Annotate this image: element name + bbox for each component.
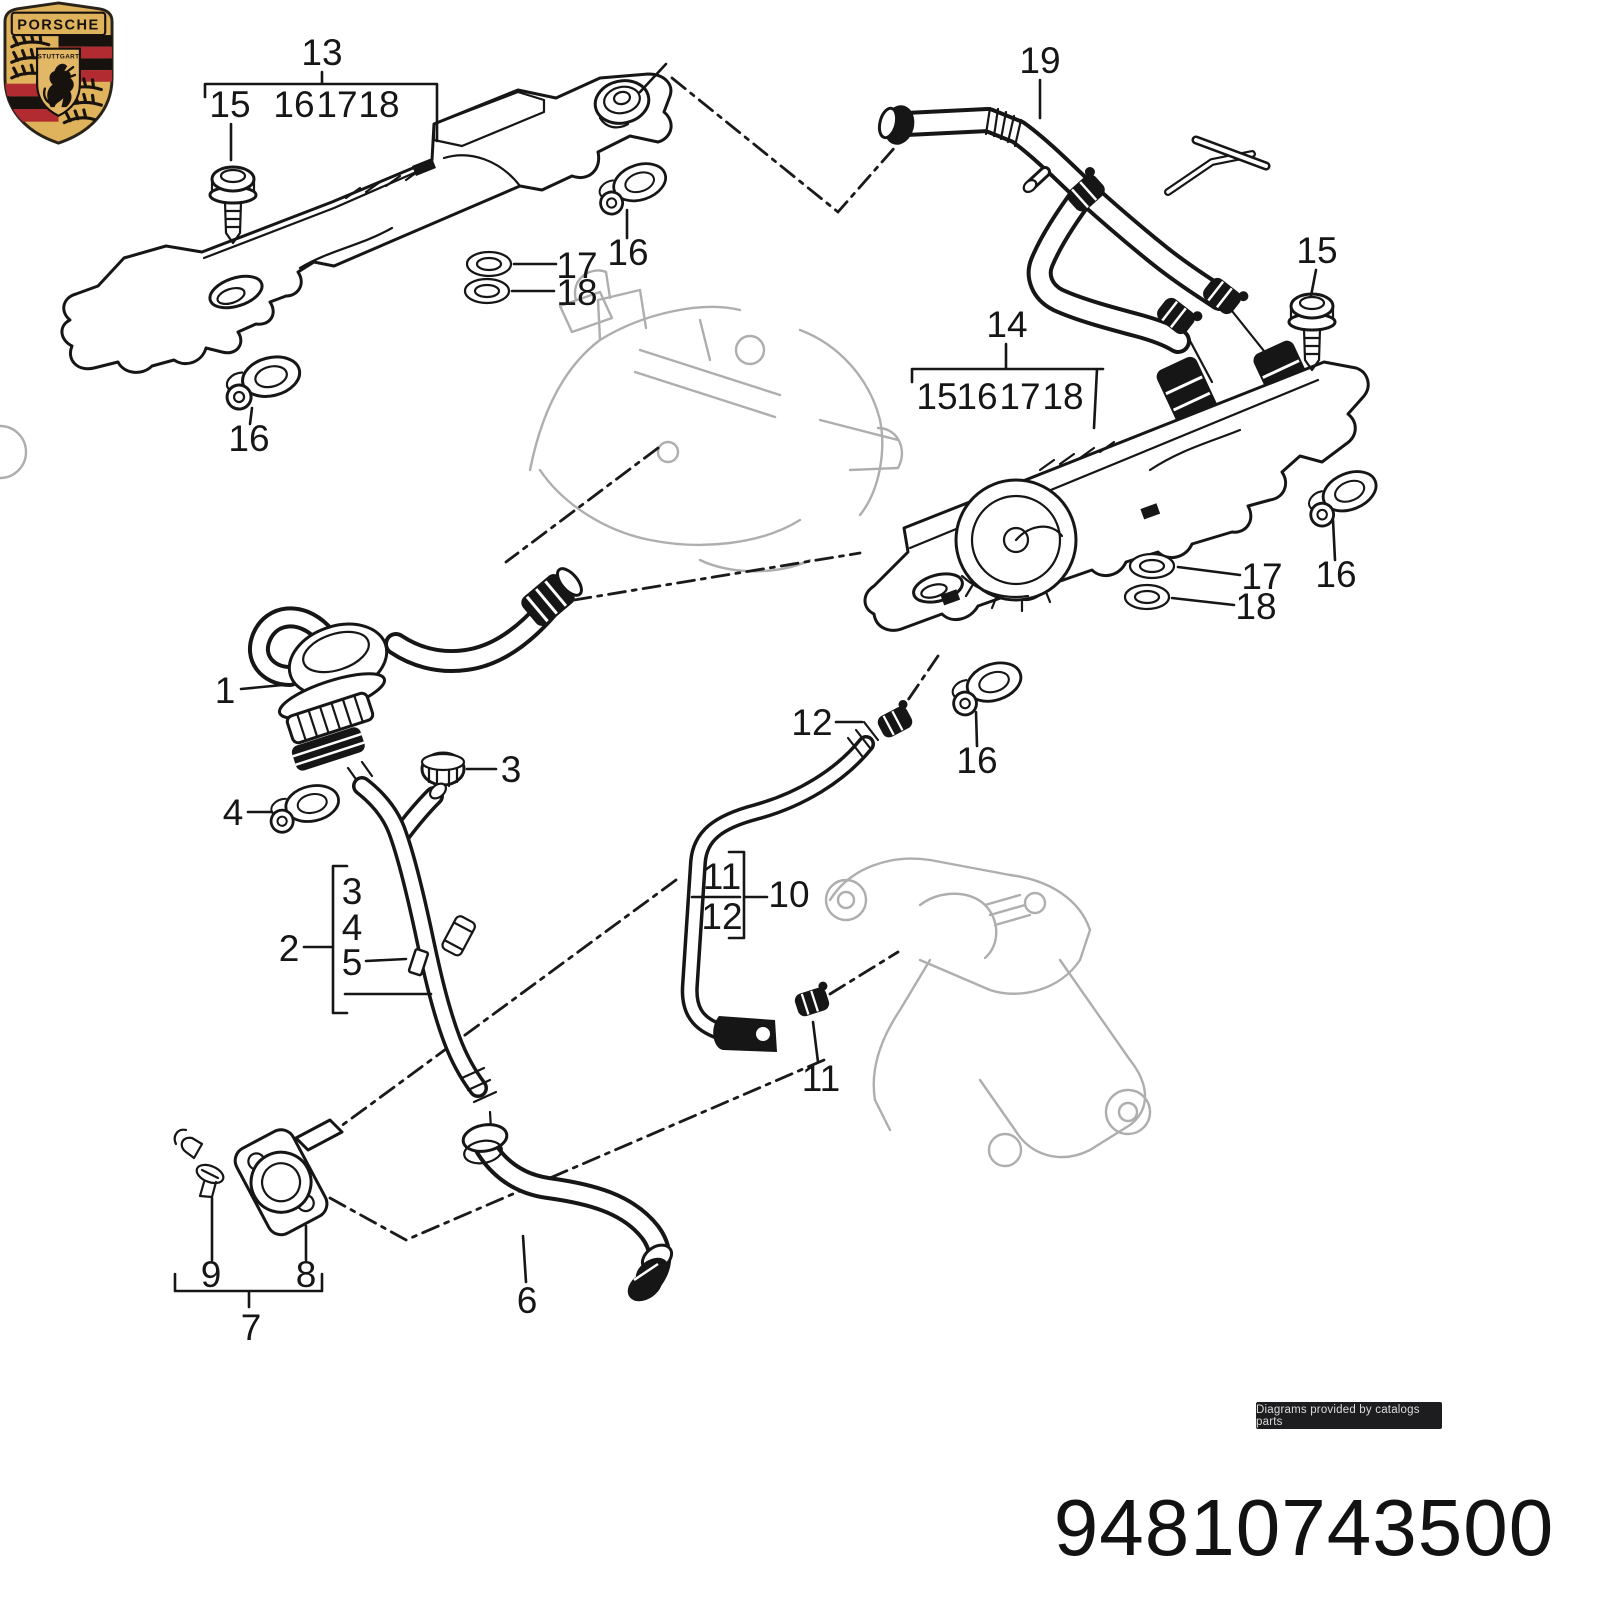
callout-3: 3 xyxy=(501,749,522,790)
part-18-oring-right xyxy=(1123,583,1171,611)
part-15-screw-left xyxy=(208,165,258,245)
part-2-vent-pipe xyxy=(352,776,498,1148)
part-11-clamp xyxy=(790,979,836,1020)
part-10-vent-line xyxy=(680,720,880,1052)
part-1-valve-hose xyxy=(248,567,583,784)
callout-13-15: 15 xyxy=(209,84,250,125)
callout-9: 9 xyxy=(201,1254,222,1295)
part-17-oring-right xyxy=(1128,552,1176,580)
part-19-breather-hose xyxy=(877,105,1278,384)
callout-13-18: 18 xyxy=(358,84,399,125)
callout-4: 4 xyxy=(223,792,244,833)
callout-13-16: 16 xyxy=(273,84,314,125)
callout-14-16: 16 xyxy=(956,376,997,417)
callout-3-b: 3 xyxy=(342,871,363,912)
callout-18-r: 18 xyxy=(1235,586,1276,627)
callout-16-b: 16 xyxy=(607,232,648,273)
crest-brand-text: PORSCHE xyxy=(17,18,99,34)
callout-14-18: 18 xyxy=(1042,376,1083,417)
crest-center-shield: STUTTGART xyxy=(36,47,81,118)
callout-8: 8 xyxy=(296,1254,317,1295)
callout-13-17: 17 xyxy=(316,84,357,125)
callout-14-15: 15 xyxy=(916,376,957,417)
engine-mount-reference-sketch xyxy=(824,857,1152,1168)
part-9-clip xyxy=(173,1128,225,1199)
part-6-hose xyxy=(461,1123,674,1302)
horse-icon xyxy=(42,63,77,108)
part-12-clamp xyxy=(871,697,920,742)
part-number: 94810743500 xyxy=(1053,1483,1555,1572)
callout-17-r: 17 xyxy=(1241,556,1282,597)
callout-1: 1 xyxy=(215,670,236,711)
part-18-oring-left xyxy=(463,277,511,305)
leader-lines xyxy=(173,70,1337,1309)
callout-12-f: 12 xyxy=(701,896,742,937)
crest-banner xyxy=(10,11,107,37)
engine-reference-sketch xyxy=(0,269,904,573)
part-14-cover-right xyxy=(863,340,1370,632)
part-8-valve xyxy=(233,1118,344,1237)
part-16-grommet-c xyxy=(1299,462,1386,531)
callout-11: 11 xyxy=(802,1058,840,1099)
antlers-icon xyxy=(10,32,51,80)
callout-4-b: 4 xyxy=(342,907,363,948)
callout-14-17: 17 xyxy=(999,376,1040,417)
callout-13: 13 xyxy=(301,32,342,73)
part-16-grommet-d xyxy=(943,654,1029,720)
callout-16-d: 16 xyxy=(956,740,997,781)
callout-6: 6 xyxy=(517,1280,538,1321)
callout-5: 5 xyxy=(342,942,363,983)
callout-2: 2 xyxy=(279,928,300,969)
callout-18-l: 18 xyxy=(556,272,597,313)
part-13-cover-left xyxy=(60,62,673,374)
callout-11-f: 11 xyxy=(703,856,741,897)
callout-16-c: 16 xyxy=(1315,554,1356,595)
callout-12: 12 xyxy=(791,702,832,743)
assembly-reference-lines xyxy=(312,76,940,1242)
part-3-union-nut xyxy=(420,751,466,788)
part-4-clamp xyxy=(264,779,345,836)
watermark-banner: Diagrams provided by catalogs parts xyxy=(1256,1402,1442,1429)
callout-10: 10 xyxy=(768,874,809,915)
crest-city-text: STUTTGART xyxy=(38,53,80,60)
callout-14: 14 xyxy=(986,304,1027,345)
watermark-text: Diagrams provided by catalogs parts xyxy=(1256,1403,1420,1428)
porsche-crest-logo: PORSCHE STUTTGART xyxy=(3,1,114,145)
part-16-grommet-b xyxy=(590,156,674,219)
part-17-oring-left xyxy=(465,250,513,278)
callout-17-l: 17 xyxy=(556,245,597,286)
part-16-grommet-a xyxy=(218,349,307,414)
callout-15-r: 15 xyxy=(1296,230,1337,271)
callout-16-a: 16 xyxy=(228,418,269,459)
callout-7: 7 xyxy=(241,1307,262,1348)
callout-19: 19 xyxy=(1019,40,1060,81)
